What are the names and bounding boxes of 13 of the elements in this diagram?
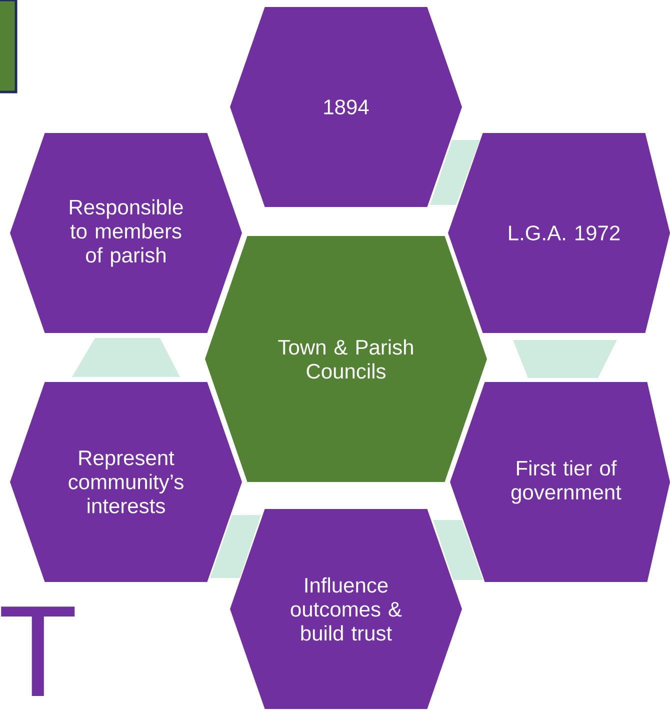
title-letter: T	[1, 606, 75, 696]
connector-plate	[210, 515, 261, 578]
hexagon: 1894	[230, 7, 462, 207]
hexagon: Responsible to members of parish	[10, 133, 242, 333]
connector-plate	[513, 340, 617, 378]
connector-plate	[72, 338, 180, 377]
hexagon: First tier of government	[450, 382, 670, 582]
hexagon: L.G.A. 1972	[448, 133, 670, 333]
hexagon: Represent community’s interests	[10, 382, 242, 582]
hexagon: Town & Parish Councils	[205, 236, 487, 482]
hexagon: Influence outcomes & build trust	[230, 509, 462, 709]
connector-plate	[433, 520, 483, 580]
connector-plate	[430, 140, 480, 205]
